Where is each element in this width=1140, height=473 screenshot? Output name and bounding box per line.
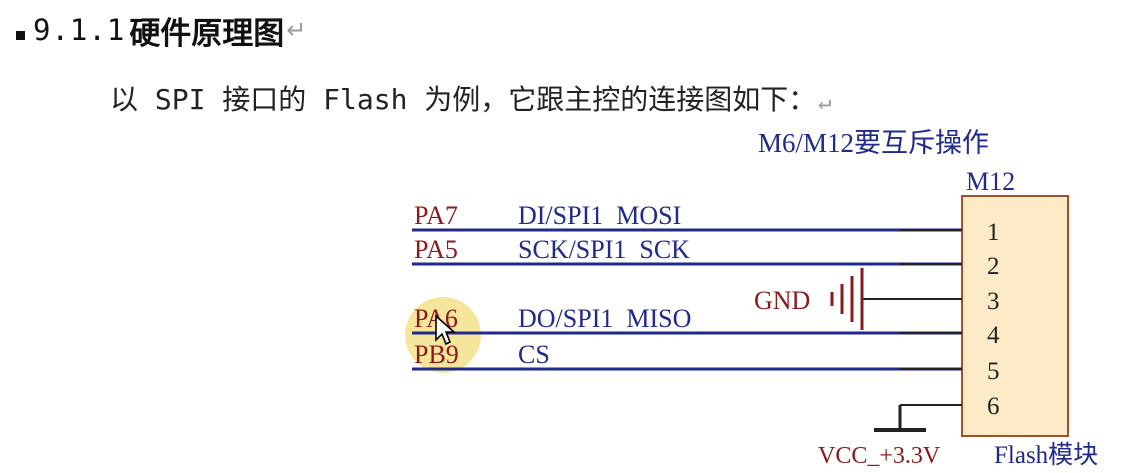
pin-number-6: 6: [987, 393, 1000, 420]
return-mark-icon: ↵: [286, 16, 307, 44]
signal-label-sck: SCK/SPI1 SCK: [518, 235, 690, 264]
pin-number-2: 2: [987, 253, 1000, 280]
vcc-icon: [874, 405, 926, 432]
module-ref: M12: [966, 167, 1015, 196]
pin-number-4: 4: [987, 322, 1000, 349]
signal-label-cs: CS: [518, 340, 550, 369]
pin-label-pa7: PA7: [414, 201, 458, 230]
mouse-cursor-icon: [435, 314, 457, 346]
intro-paragraph: 以 SPI 接口的 Flash 为例，它跟主控的连接图如下：↵: [110, 78, 832, 118]
signal-label-miso: DO/SPI1 MISO: [518, 304, 691, 333]
signal-label-mosi: DI/SPI1 MOSI: [518, 201, 681, 230]
mutex-note: M6/M12要互斥操作: [758, 128, 989, 158]
bullet-icon: [16, 30, 25, 40]
pin-number-5: 5: [987, 358, 1000, 385]
pin-label-pa5: PA5: [414, 235, 458, 264]
return-mark-icon: ↵: [818, 90, 832, 115]
section-number: 9.1.1: [33, 13, 126, 47]
pin-number-3: 3: [987, 288, 1000, 315]
vcc-label: VCC_+3.3V: [818, 443, 941, 469]
module-label: Flash模块: [994, 441, 1098, 469]
pin-label-pb9: PB9: [414, 340, 459, 369]
flash-module-body: [961, 195, 1069, 437]
ground-icon: [830, 268, 864, 330]
gnd-label: GND: [754, 286, 810, 315]
pin-number-1: 1: [987, 219, 1000, 246]
section-title: 硬件原理图: [129, 15, 285, 52]
intro-text: 以 SPI 接口的 Flash 为例，它跟主控的连接图如下：: [110, 83, 817, 116]
section-heading: 9.1.1 硬件原理图 ↵: [16, 8, 306, 52]
